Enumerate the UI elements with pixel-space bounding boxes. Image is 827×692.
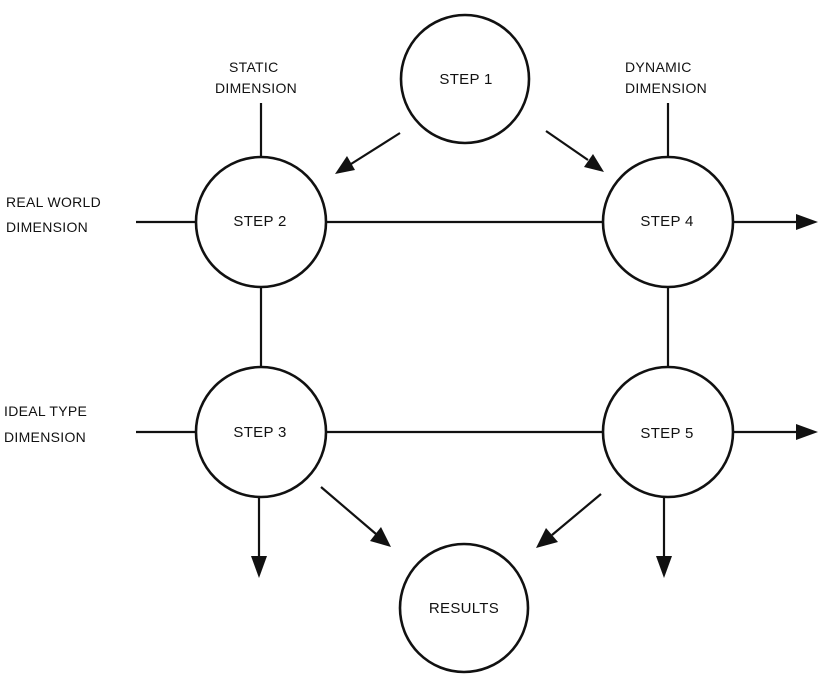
step5-results-arrowhead [536, 528, 558, 548]
real-world-dimension-label-line2: DIMENSION [6, 219, 88, 235]
step4-circle [601, 155, 735, 289]
step5-output-arrowhead [796, 424, 818, 440]
node-step3: STEP 3 [194, 365, 328, 499]
ideal-type-dimension-label-line2: DIMENSION [4, 429, 86, 445]
step4-label: STEP 4 [640, 213, 693, 230]
node-step1: STEP 1 [399, 13, 531, 145]
step1-step4-arrowhead [584, 154, 604, 172]
step1-step2-arrowhead [335, 156, 355, 174]
static-dimension-label-line1: STATIC [229, 59, 279, 75]
node-step2: STEP 2 [194, 155, 328, 289]
step4-output-arrowhead [796, 214, 818, 230]
dynamic-dimension-label-line2: DIMENSION [625, 80, 707, 96]
static-dimension-label-line2: DIMENSION [215, 80, 297, 96]
step3-down-arrowhead [251, 556, 267, 578]
step1-label: STEP 1 [439, 71, 492, 88]
node-results: RESULTS [398, 542, 530, 674]
dynamic-dimension-label-line1: DYNAMIC [625, 59, 692, 75]
step3-results-arrowhead [370, 527, 391, 547]
step3-circle [194, 365, 328, 499]
step1-step2-line [350, 132, 401, 165]
results-label: RESULTS [429, 600, 499, 617]
step3-label: STEP 3 [233, 424, 286, 441]
ideal-type-dimension-label-line1: IDEAL TYPE [4, 403, 87, 419]
step5-results-line [551, 493, 602, 536]
step5-down-arrowhead [656, 556, 672, 578]
step5-circle [601, 365, 735, 499]
step2-label: STEP 2 [233, 213, 286, 230]
node-step4: STEP 4 [601, 155, 735, 289]
step1-circle [399, 13, 531, 145]
step1-step4-line [545, 130, 589, 161]
step3-results-line [320, 486, 377, 535]
real-world-dimension-label-line1: REAL WORLD [6, 194, 101, 210]
step5-label: STEP 5 [640, 425, 693, 442]
step2-circle [194, 155, 328, 289]
node-step5: STEP 5 [601, 365, 735, 499]
results-circle [398, 542, 530, 674]
